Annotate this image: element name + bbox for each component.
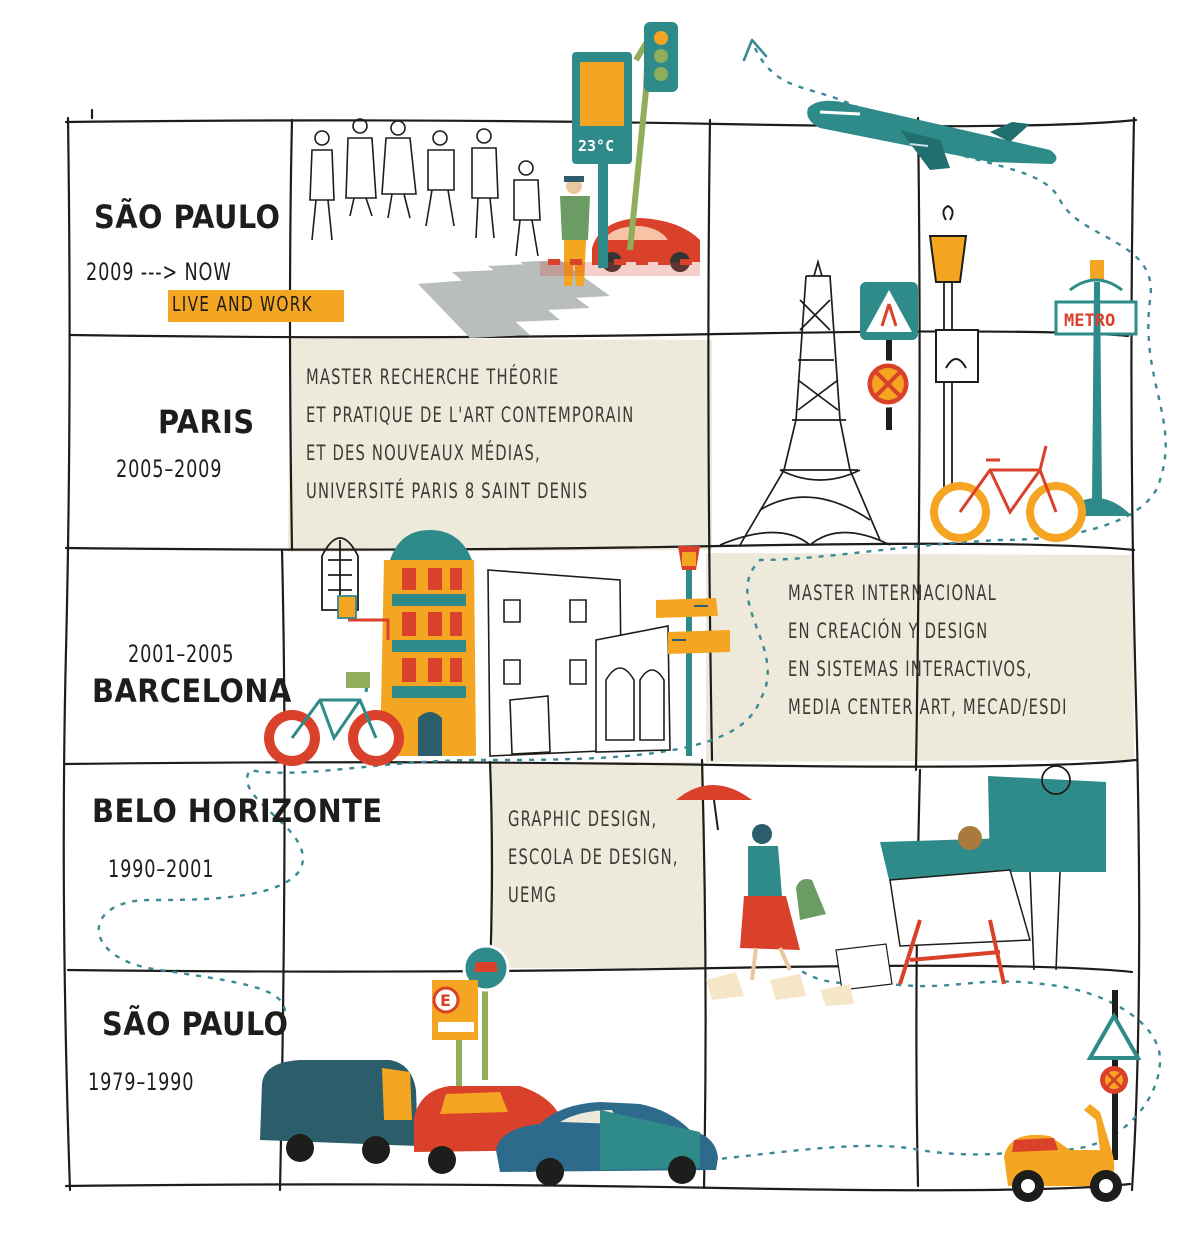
barcelona-description: MASTER INTERNACIONAL EN CREACIÓN Y DESIG…	[788, 574, 1068, 726]
path-arrowhead	[742, 38, 768, 62]
paris-description-line: UNIVERSITÉ PARIS 8 SAINT DENIS	[306, 479, 589, 503]
bus	[260, 1060, 418, 1164]
city-label-sao-paulo-current: SÃO PAULO	[94, 198, 281, 236]
parking-signs	[432, 944, 510, 1090]
airplane	[807, 100, 1057, 170]
barcelona-description-line: EN SISTEMAS INTERACTIVOS,	[788, 657, 1033, 681]
artist-at-easel	[835, 765, 1106, 991]
scooter	[1004, 1104, 1122, 1202]
years-paris: 2005–2009	[116, 455, 223, 483]
thermometer-label: 23°C	[578, 137, 614, 155]
belo-description-line: UEMG	[508, 883, 557, 907]
years-belo-horizonte: 1990–2001	[108, 855, 215, 883]
paris-highlight	[288, 338, 712, 552]
years-barcelona: 2001–2005	[128, 640, 235, 668]
direction-signs	[656, 546, 730, 756]
pedestrians-sketch	[309, 118, 541, 257]
belo-highlight	[490, 762, 704, 968]
street-lamp	[928, 204, 979, 523]
checkered-floor	[706, 972, 854, 1006]
eiffel-tower	[719, 258, 891, 547]
barcelona-description-line: MASTER INTERNACIONAL	[788, 581, 998, 605]
woman-with-umbrella	[676, 785, 826, 981]
paris-description: MASTER RECHERCHE THÉORIE ET PRATIQUE DE …	[306, 358, 634, 510]
travel-path-lower	[709, 969, 1162, 1162]
highlight-blocks	[288, 338, 1134, 968]
belo-description-line: GRAPHIC DESIGN,	[508, 807, 658, 831]
parking-sign-letter: E	[440, 991, 451, 1010]
barcelona-building-orange	[380, 530, 476, 756]
travel-path	[97, 47, 1167, 1031]
paris-description-line: ET PRATIQUE DE L'ART CONTEMPORAIN	[306, 403, 635, 427]
barcelona-description-line: EN CREACIÓN Y DESIGN	[788, 619, 989, 643]
city-label-belo-horizonte: BELO HORIZONTE	[92, 792, 383, 830]
years-sao-paulo-childhood: 1979–1990	[88, 1068, 195, 1096]
city-label-paris: PARIS	[158, 403, 255, 441]
bicycle-barcelona	[264, 672, 404, 766]
metro-sign	[1054, 260, 1138, 516]
gothic-window	[321, 537, 390, 640]
years-sao-paulo-current: 2009 ---> NOW	[86, 258, 232, 286]
city-label-barcelona: BARCELONA	[92, 672, 292, 710]
pedestrian-sign-lower	[1086, 990, 1142, 1160]
paris-description-line: MASTER RECHERCHE THÉORIE	[306, 365, 560, 389]
red-car	[540, 218, 700, 276]
belo-description-line: ESCOLA DE DESIGN,	[508, 845, 679, 869]
barcelona-building-sketch	[487, 569, 671, 757]
live-and-work-tag: LIVE AND WORK	[172, 292, 313, 316]
blue-car	[496, 1102, 718, 1186]
barcelona-highlight	[706, 553, 1134, 762]
live-and-work-highlight	[168, 290, 344, 322]
bicycle-paris	[930, 445, 1086, 542]
thermometer-sign	[572, 22, 678, 268]
belo-horizonte-description: GRAPHIC DESIGN, ESCOLA DE DESIGN, UEMG	[508, 800, 679, 914]
barcelona-description-line: MEDIA CENTER ART, MECAD/ESDI	[788, 695, 1068, 719]
city-label-sao-paulo-childhood: SÃO PAULO	[102, 1005, 289, 1043]
metro-sign-label: METRO	[1064, 311, 1115, 331]
paris-description-line: ET DES NOUVEAUX MÉDIAS,	[306, 441, 541, 465]
pedestrian-crossing-sign-paris	[860, 282, 918, 430]
